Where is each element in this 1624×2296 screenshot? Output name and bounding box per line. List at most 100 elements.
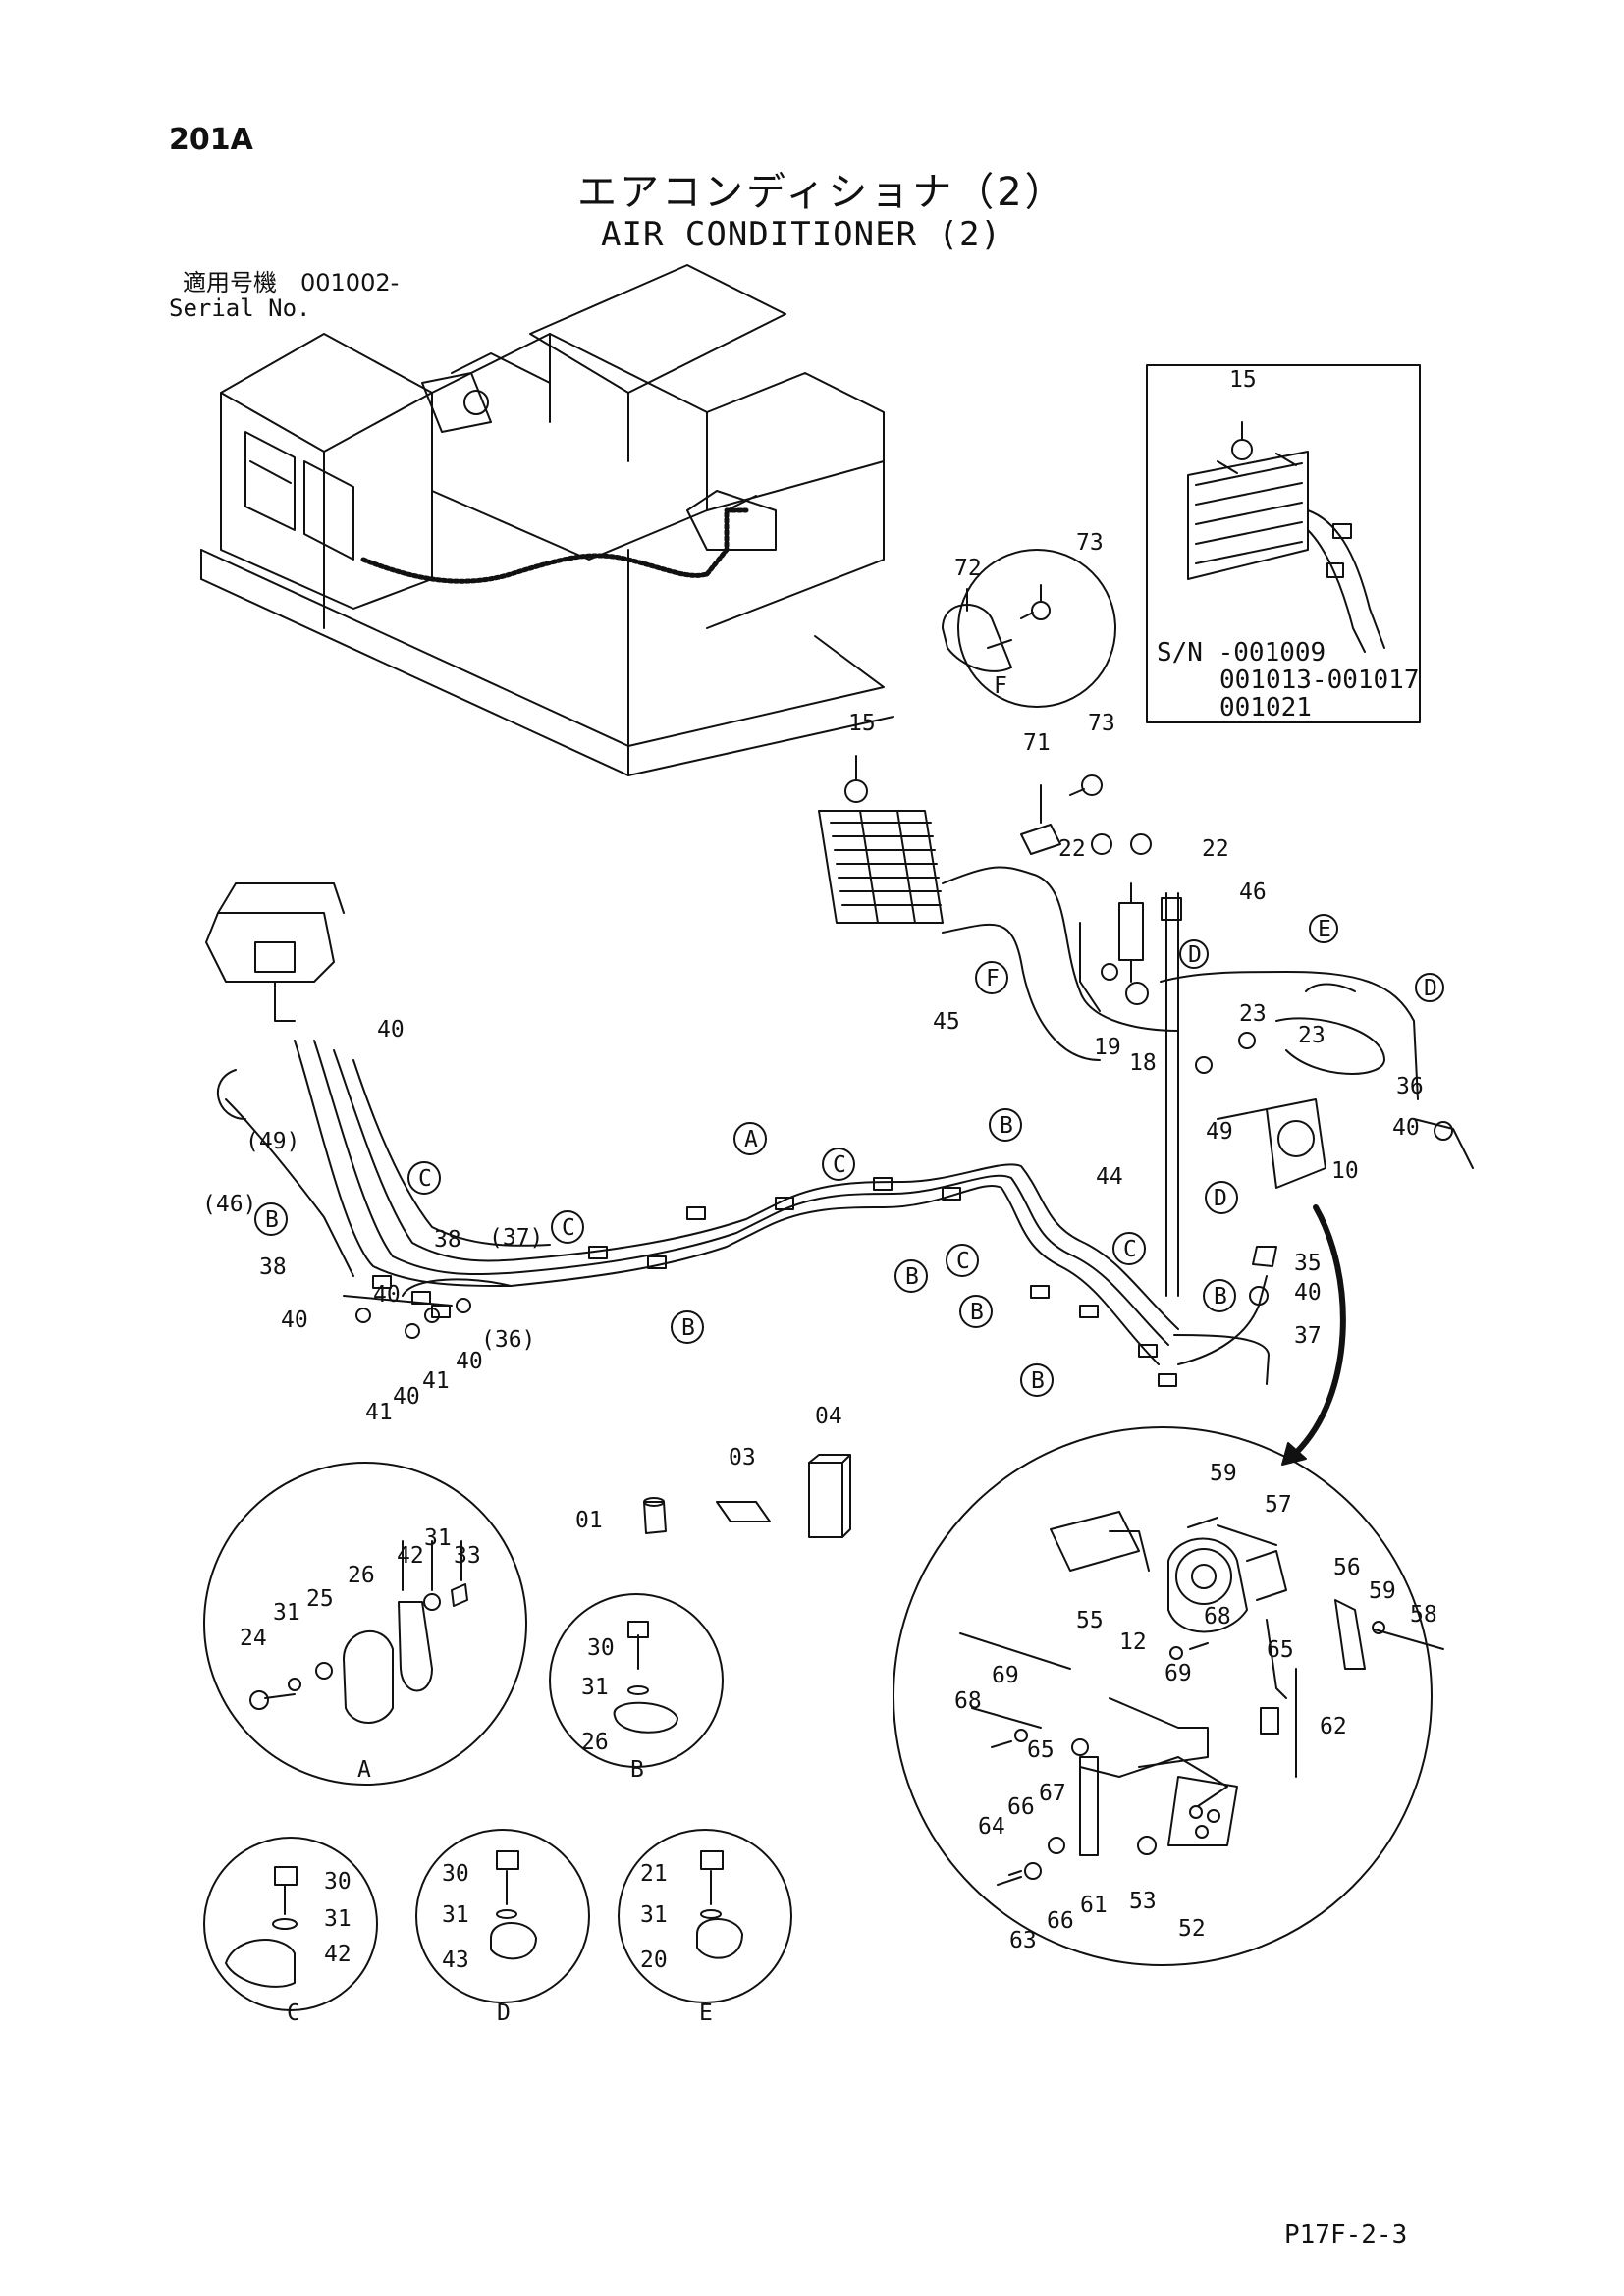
svg-text:30: 30 <box>324 1869 352 1895</box>
excavator-overview-illustration <box>200 264 894 776</box>
callout-labels: 15 73 72 F 15 73 71 22 22 46 E D D F 45 … <box>202 367 1437 2026</box>
svg-text:49: 49 <box>1206 1119 1233 1145</box>
svg-text:D: D <box>1188 942 1202 968</box>
svg-text:F: F <box>994 673 1007 699</box>
svg-text:38: 38 <box>259 1255 287 1280</box>
detail-B-circle <box>549 1593 724 1768</box>
svg-text:(37): (37) <box>489 1225 543 1251</box>
svg-text:56: 56 <box>1333 1555 1361 1580</box>
svg-text:31: 31 <box>640 1902 668 1928</box>
svg-text:58: 58 <box>1410 1602 1437 1628</box>
svg-text:59: 59 <box>1210 1461 1237 1486</box>
svg-text:40: 40 <box>377 1017 405 1042</box>
svg-text:41: 41 <box>422 1368 450 1394</box>
svg-text:37: 37 <box>1294 1323 1322 1349</box>
svg-text:44: 44 <box>1096 1164 1123 1190</box>
svg-text:68: 68 <box>1204 1604 1231 1629</box>
svg-text:B: B <box>1031 1368 1045 1394</box>
refrigerant-hose-run <box>205 882 1346 1466</box>
svg-text:B: B <box>681 1315 695 1341</box>
svg-text:15: 15 <box>1229 367 1257 393</box>
svg-text:65: 65 <box>1267 1637 1294 1663</box>
inset-serial-line-3: 001021 <box>1219 693 1312 722</box>
svg-text:C: C <box>1123 1237 1137 1262</box>
svg-text:23: 23 <box>1239 1001 1267 1027</box>
svg-text:73: 73 <box>1088 711 1115 736</box>
detail-reference-circles <box>254 914 1444 1397</box>
svg-text:B: B <box>970 1300 984 1325</box>
svg-text:26: 26 <box>581 1730 609 1755</box>
svg-text:C: C <box>833 1152 846 1178</box>
detail-E-circle <box>618 1829 792 2003</box>
svg-text:E: E <box>699 2001 713 2026</box>
page-reference: P17F-2-3 <box>1284 2220 1408 2250</box>
svg-text:12: 12 <box>1119 1629 1147 1655</box>
svg-text:40: 40 <box>1294 1280 1322 1306</box>
svg-text:42: 42 <box>397 1543 424 1569</box>
svg-text:C: C <box>418 1166 432 1192</box>
serial-label-japanese: 適用号機 001002- <box>183 269 400 296</box>
detail-F-circle <box>942 549 1116 708</box>
title-english: AIR CONDITIONER (2) <box>601 215 1001 254</box>
svg-text:66: 66 <box>1047 1908 1074 1934</box>
svg-text:10: 10 <box>1331 1158 1359 1184</box>
svg-text:D: D <box>1424 976 1437 1001</box>
svg-text:62: 62 <box>1320 1714 1347 1739</box>
svg-text:40: 40 <box>456 1349 483 1374</box>
svg-text:C: C <box>956 1249 970 1274</box>
detail-C-circle <box>203 1837 378 2011</box>
svg-text:31: 31 <box>442 1902 469 1928</box>
svg-text:64: 64 <box>978 1814 1005 1840</box>
svg-text:53: 53 <box>1129 1889 1157 1914</box>
detail-D-circle <box>415 1829 590 2003</box>
detail-A-circle <box>203 1462 527 1786</box>
svg-text:F: F <box>986 966 1000 991</box>
loose-parts <box>643 1454 851 1538</box>
svg-text:69: 69 <box>1164 1661 1192 1686</box>
svg-text:42: 42 <box>324 1942 352 1967</box>
svg-text:72: 72 <box>954 556 982 581</box>
svg-text:66: 66 <box>1007 1794 1035 1820</box>
svg-text:D: D <box>1214 1186 1227 1211</box>
svg-text:24: 24 <box>240 1626 267 1651</box>
svg-text:55: 55 <box>1076 1608 1104 1633</box>
svg-text:73: 73 <box>1076 530 1104 556</box>
svg-text:31: 31 <box>324 1906 352 1932</box>
svg-text:30: 30 <box>442 1861 469 1887</box>
serial-label-english: Serial No. <box>169 294 311 322</box>
svg-text:65: 65 <box>1027 1737 1055 1763</box>
svg-text:C: C <box>287 2001 300 2026</box>
svg-text:(46): (46) <box>202 1192 256 1217</box>
svg-text:40: 40 <box>373 1282 401 1308</box>
svg-text:31: 31 <box>424 1525 452 1551</box>
svg-text:69: 69 <box>992 1663 1019 1688</box>
svg-text:23: 23 <box>1298 1023 1326 1048</box>
svg-text:36: 36 <box>1396 1074 1424 1099</box>
title-japanese: エアコンディショナ（2） <box>577 170 1067 215</box>
svg-text:18: 18 <box>1129 1050 1157 1076</box>
svg-text:68: 68 <box>954 1688 982 1714</box>
svg-text:15: 15 <box>848 711 876 736</box>
svg-text:C: C <box>562 1215 575 1241</box>
serial-variant-inset <box>1146 364 1421 723</box>
svg-text:20: 20 <box>640 1948 668 1973</box>
svg-text:33: 33 <box>454 1543 481 1569</box>
svg-text:A: A <box>744 1127 758 1152</box>
svg-text:04: 04 <box>815 1404 842 1429</box>
svg-text:46: 46 <box>1239 880 1267 905</box>
svg-text:B: B <box>265 1207 279 1233</box>
inset-serial-line-1: S/N -001009 <box>1157 638 1326 667</box>
svg-text:67: 67 <box>1039 1781 1066 1806</box>
svg-text:31: 31 <box>581 1675 609 1700</box>
svg-text:B: B <box>1000 1113 1013 1139</box>
svg-text:61: 61 <box>1080 1893 1108 1918</box>
svg-text:40: 40 <box>1392 1115 1420 1141</box>
svg-text:19: 19 <box>1094 1035 1121 1060</box>
svg-text:D: D <box>497 2001 511 2026</box>
svg-text:25: 25 <box>306 1586 334 1612</box>
svg-text:38: 38 <box>434 1227 461 1253</box>
page-number: 201A <box>169 123 253 157</box>
svg-text:57: 57 <box>1265 1492 1292 1518</box>
